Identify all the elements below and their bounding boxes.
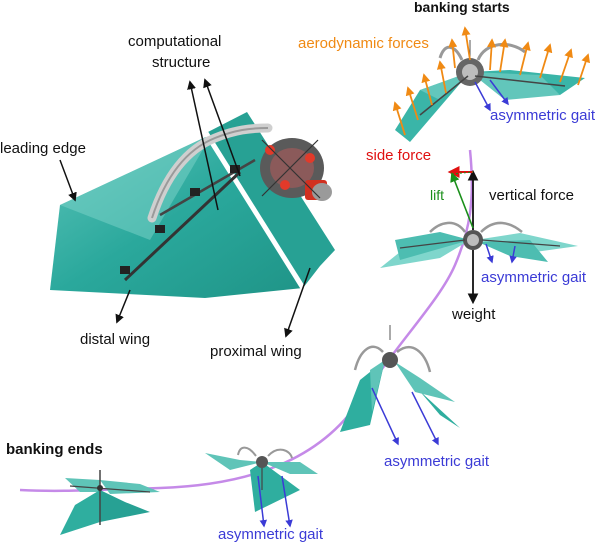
label-asymmetric-gait-4: asymmetric gait <box>218 526 324 543</box>
lift-arrow <box>450 172 474 229</box>
computational-arrow-1 <box>187 80 219 211</box>
label-lift: lift <box>430 187 444 203</box>
aerodynamic-force-arrows <box>392 26 590 136</box>
label-proximal-wing: proximal wing <box>210 343 302 360</box>
distal-wing-surface <box>50 134 303 298</box>
label-asymmetric-gait-3: asymmetric gait <box>384 453 490 470</box>
label-vertical-force: vertical force <box>489 187 575 204</box>
main-robot <box>50 112 335 298</box>
label-asymmetric-gait-1: asymmetric gait <box>490 107 596 124</box>
robot-body <box>260 138 332 201</box>
label-aerodynamic-forces: aerodynamic forces <box>298 35 429 52</box>
label-asymmetric-gait-2: asymmetric gait <box>481 269 587 286</box>
label-side-force: side force <box>366 147 432 164</box>
proximal-wing-surface <box>206 112 335 288</box>
label-distal-wing: distal wing <box>80 331 151 348</box>
robot-stage-1 <box>395 40 585 142</box>
computational-arrow-2 <box>203 78 241 177</box>
label-computational: computational <box>128 33 222 50</box>
robot-stage-2 <box>380 221 578 268</box>
label-leading-edge: leading edge <box>0 140 86 157</box>
label-banking-starts: banking starts <box>414 0 510 15</box>
robot-stage-4 <box>205 446 318 512</box>
robot-stage-3 <box>340 325 460 432</box>
label-structure: structure <box>152 54 211 71</box>
robot-stage-5 <box>60 470 160 535</box>
gait-arrow-1b <box>489 79 509 106</box>
proximal-wing-arrow <box>284 267 311 338</box>
label-weight: weight <box>452 306 496 323</box>
leading-edge-arrow <box>59 159 77 202</box>
gait-arrow-1a <box>474 81 491 112</box>
label-banking-ends: banking ends <box>6 441 103 458</box>
distal-wing-arrow <box>115 289 131 324</box>
